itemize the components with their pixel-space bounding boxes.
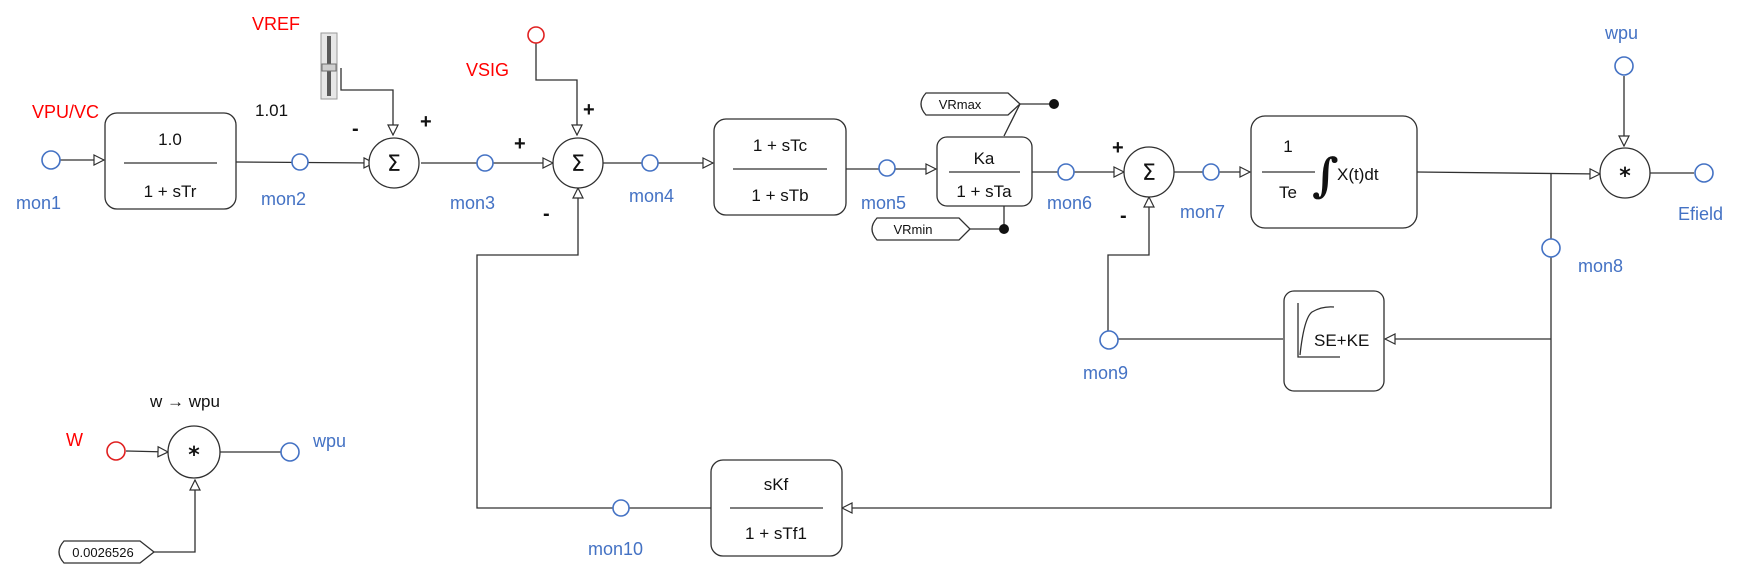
multiply-icon: * <box>188 443 200 468</box>
block-tc-tb-denominator: 1 + sTb <box>751 186 808 205</box>
saturation-curve-icon <box>1297 303 1340 358</box>
block-tr-numerator: 1.0 <box>158 130 182 149</box>
sum2-plus-top-sign: + <box>583 99 595 121</box>
sum3-minus-sign: - <box>1120 205 1127 227</box>
block-tc-tb: 1 + sTc 1 + sTb <box>713 118 847 216</box>
mon2-label: mon2 <box>261 189 306 209</box>
sum1-minus-sign: - <box>352 118 359 140</box>
vref-value: 1.01 <box>255 101 288 120</box>
mon5-label: mon5 <box>861 193 906 213</box>
wpu-input-label: wpu <box>1604 23 1638 43</box>
mon1-label: mon1 <box>16 193 61 213</box>
sum2-minus-sign: - <box>543 203 550 225</box>
multiplier-wpu: * <box>167 425 221 479</box>
block-te-denominator: Te <box>1279 183 1297 202</box>
block-ka: Ka 1 + sTa <box>936 136 1033 207</box>
mon8-label: mon8 <box>1578 256 1623 276</box>
block-kf-denominator: 1 + sTf1 <box>745 524 807 543</box>
block-tr: 1.0 1 + sTr <box>104 112 237 210</box>
block-te-numerator: 1 <box>1283 137 1292 156</box>
block-se-ke-label: SE+KE <box>1314 331 1369 350</box>
block-tc-tb-numerator: 1 + sTc <box>753 136 808 155</box>
mon3-port[interactable] <box>476 154 494 172</box>
mon3-label: mon3 <box>450 193 495 213</box>
mon2-port[interactable] <box>291 153 309 171</box>
vsig-input-port[interactable] <box>527 26 545 44</box>
mon6-label: mon6 <box>1047 193 1092 213</box>
block-integrator: 1 Te ∫ X(t)dt <box>1250 115 1418 229</box>
efield-label: Efield <box>1678 204 1723 224</box>
sum1-plus-sign: + <box>420 111 432 133</box>
summing-junction-2: Σ <box>552 137 604 189</box>
mon7-label: mon7 <box>1180 202 1225 222</box>
vrmin-tag: VRmin <box>871 217 1009 241</box>
mon10-label: mon10 <box>588 539 643 559</box>
multiply-icon: * <box>1619 164 1631 189</box>
mon4-label: mon4 <box>629 186 674 206</box>
mon9-port[interactable] <box>1099 330 1119 350</box>
block-tr-denominator: 1 + sTr <box>144 182 197 201</box>
vrmax-label: VRmax <box>939 97 982 112</box>
sum3-plus-sign: + <box>1112 137 1124 159</box>
w-gain-tag: 0.0026526 <box>58 540 156 564</box>
multiplier-efield: * <box>1599 147 1651 199</box>
mon9-label: mon9 <box>1083 363 1128 383</box>
signal-wires <box>60 43 1694 553</box>
wpu-output-port[interactable] <box>280 442 300 462</box>
mon1-port[interactable] <box>41 150 61 170</box>
block-kf-numerator: sKf <box>764 475 789 494</box>
vref-slider-handle[interactable] <box>321 63 337 72</box>
sum-icon: Σ <box>1142 161 1156 186</box>
efield-output-port[interactable] <box>1694 163 1714 183</box>
block-ka-denominator: 1 + sTa <box>956 182 1012 201</box>
mon10-port[interactable] <box>612 499 630 517</box>
w-label: W <box>66 430 83 450</box>
integral-icon: ∫ <box>1312 148 1339 202</box>
mon4-port[interactable] <box>641 154 659 172</box>
vsig-label: VSIG <box>466 60 509 80</box>
wpu-input-port[interactable] <box>1614 56 1634 76</box>
w-input-port[interactable] <box>106 441 126 461</box>
block-se-ke: SE+KE <box>1283 290 1385 392</box>
wpu-output-label: wpu <box>312 431 346 451</box>
mon6-port[interactable] <box>1057 163 1075 181</box>
block-ka-numerator: Ka <box>974 149 995 168</box>
w-gain-value: 0.0026526 <box>72 545 133 560</box>
block-te-integral: X(t)dt <box>1337 165 1379 184</box>
mon7-port[interactable] <box>1202 163 1220 181</box>
vref-label: VREF <box>252 14 300 34</box>
summing-junction-1: Σ <box>368 137 420 189</box>
summing-junction-3: Σ <box>1123 146 1175 198</box>
vrmax-tag: VRmax <box>920 92 1059 116</box>
sum-icon: Σ <box>571 152 585 177</box>
sum2-plus-left-sign: + <box>514 133 526 155</box>
vref-slider[interactable] <box>320 32 338 100</box>
block-kf: sKf 1 + sTf1 <box>710 459 843 557</box>
mon5-port[interactable] <box>878 159 896 177</box>
sum-icon: Σ <box>387 152 401 177</box>
vpu-vc-label: VPU/VC <box>32 102 99 122</box>
vrmin-label: VRmin <box>893 222 932 237</box>
mon8-port[interactable] <box>1541 238 1561 258</box>
conversion-title: w → wpu <box>149 392 220 411</box>
